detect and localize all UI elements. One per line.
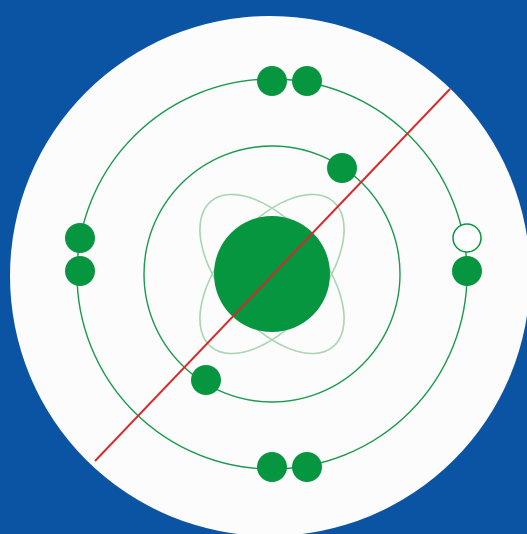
electron-left-upper xyxy=(65,223,95,253)
electron-vacancy-right-upper xyxy=(453,224,481,252)
electron-top-right xyxy=(292,66,322,96)
electron-inner-lower-left xyxy=(191,365,221,395)
electron-bottom-right xyxy=(292,452,322,482)
electron-left-lower xyxy=(65,256,95,286)
electron-inner-upper-right xyxy=(327,153,357,183)
electron-top-left xyxy=(257,66,287,96)
electron-right-lower xyxy=(452,256,482,286)
electron-bottom-left xyxy=(257,452,287,482)
